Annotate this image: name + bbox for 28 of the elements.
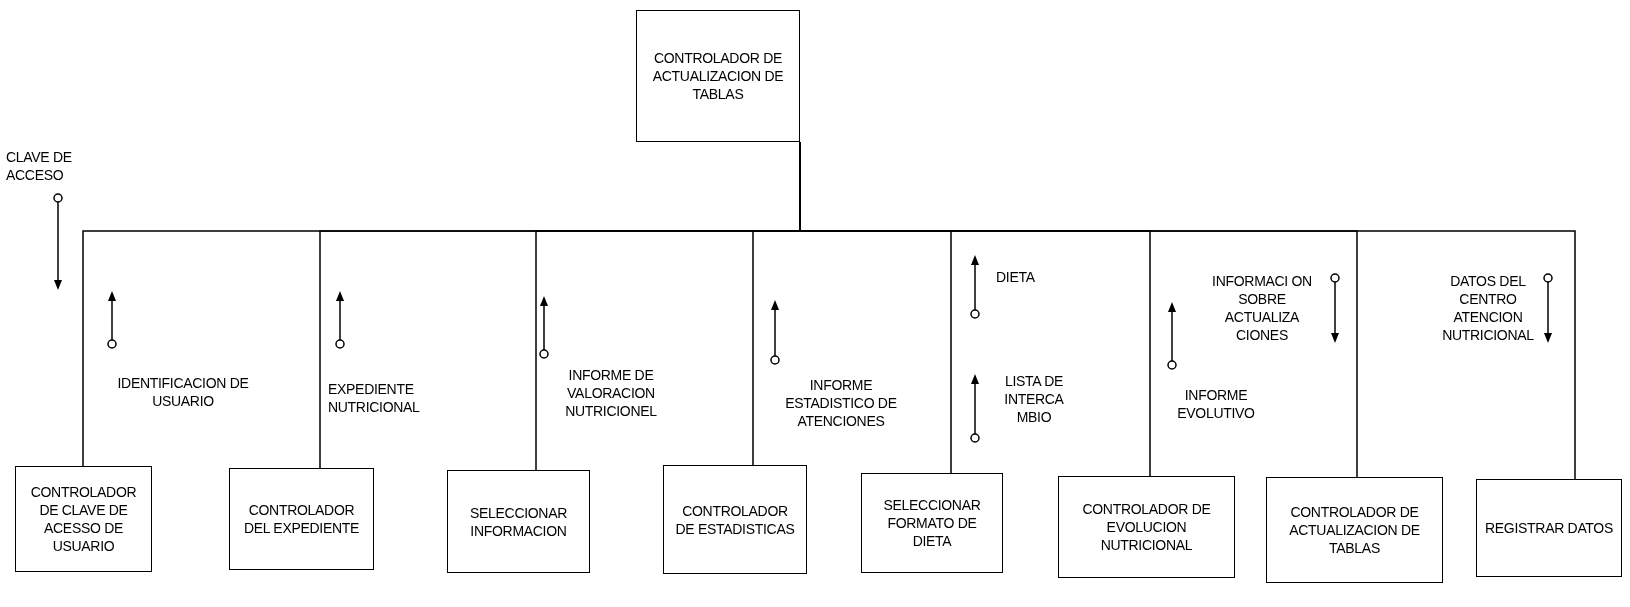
data-couple-label: LISTA DE INTERCA MBIO <box>1003 372 1065 426</box>
module-name: CONTROLADOR DE ESTADISTICAS <box>674 501 796 538</box>
module-box <box>447 470 590 573</box>
module-box <box>229 468 374 570</box>
module-box <box>15 466 152 572</box>
module-box <box>861 473 1003 573</box>
module-box <box>1266 477 1443 583</box>
module-name: SELECCIONAR FORMATO DE DIETA <box>882 496 982 550</box>
data-couple-label: INFORME DE VALORACION NUTRICIONEL <box>564 366 658 420</box>
module-box <box>636 10 800 142</box>
data-couple-label: EXPEDIENTE NUTRICIONAL <box>328 380 421 416</box>
module-name: CONTROLADOR DE ACTUALIZACION DE TABLAS <box>1288 503 1421 557</box>
module-name: CONTROLADOR DEL EXPEDIENTE <box>242 501 361 537</box>
module-name: CONTROLADOR DE ACTUALIZACION DE TABLAS <box>651 49 785 103</box>
module-name: REGISTRAR DATOS <box>1485 519 1613 537</box>
data-couple-label: DIETA <box>996 268 1036 286</box>
data-couple-label: DATOS DEL CENTRO ATENCION NUTRICIONAL <box>1441 272 1535 344</box>
data-couple-label: INFORME EVOLUTIVO <box>1176 386 1256 422</box>
data-couple-label: IDENTIFICACION DE USUARIO <box>116 374 250 410</box>
module-box <box>1476 479 1622 577</box>
module-name: SELECCIONAR INFORMACION <box>468 503 569 540</box>
data-couple-label: INFORMACI ON SOBRE ACTUALIZA CIONES <box>1211 272 1313 344</box>
data-couple-label: INFORME ESTADISTICO DE ATENCIONES <box>784 376 898 430</box>
module-name: CONTROLADOR DE CLAVE DE ACESSO DE USUARIO <box>29 483 138 555</box>
module-box <box>1058 476 1235 578</box>
module-name: CONTROLADOR DE EVOLUCION NUTRICIONAL <box>1081 500 1212 554</box>
module-box <box>663 465 807 574</box>
data-couple-label: CLAVE DE ACCESO <box>6 148 73 184</box>
